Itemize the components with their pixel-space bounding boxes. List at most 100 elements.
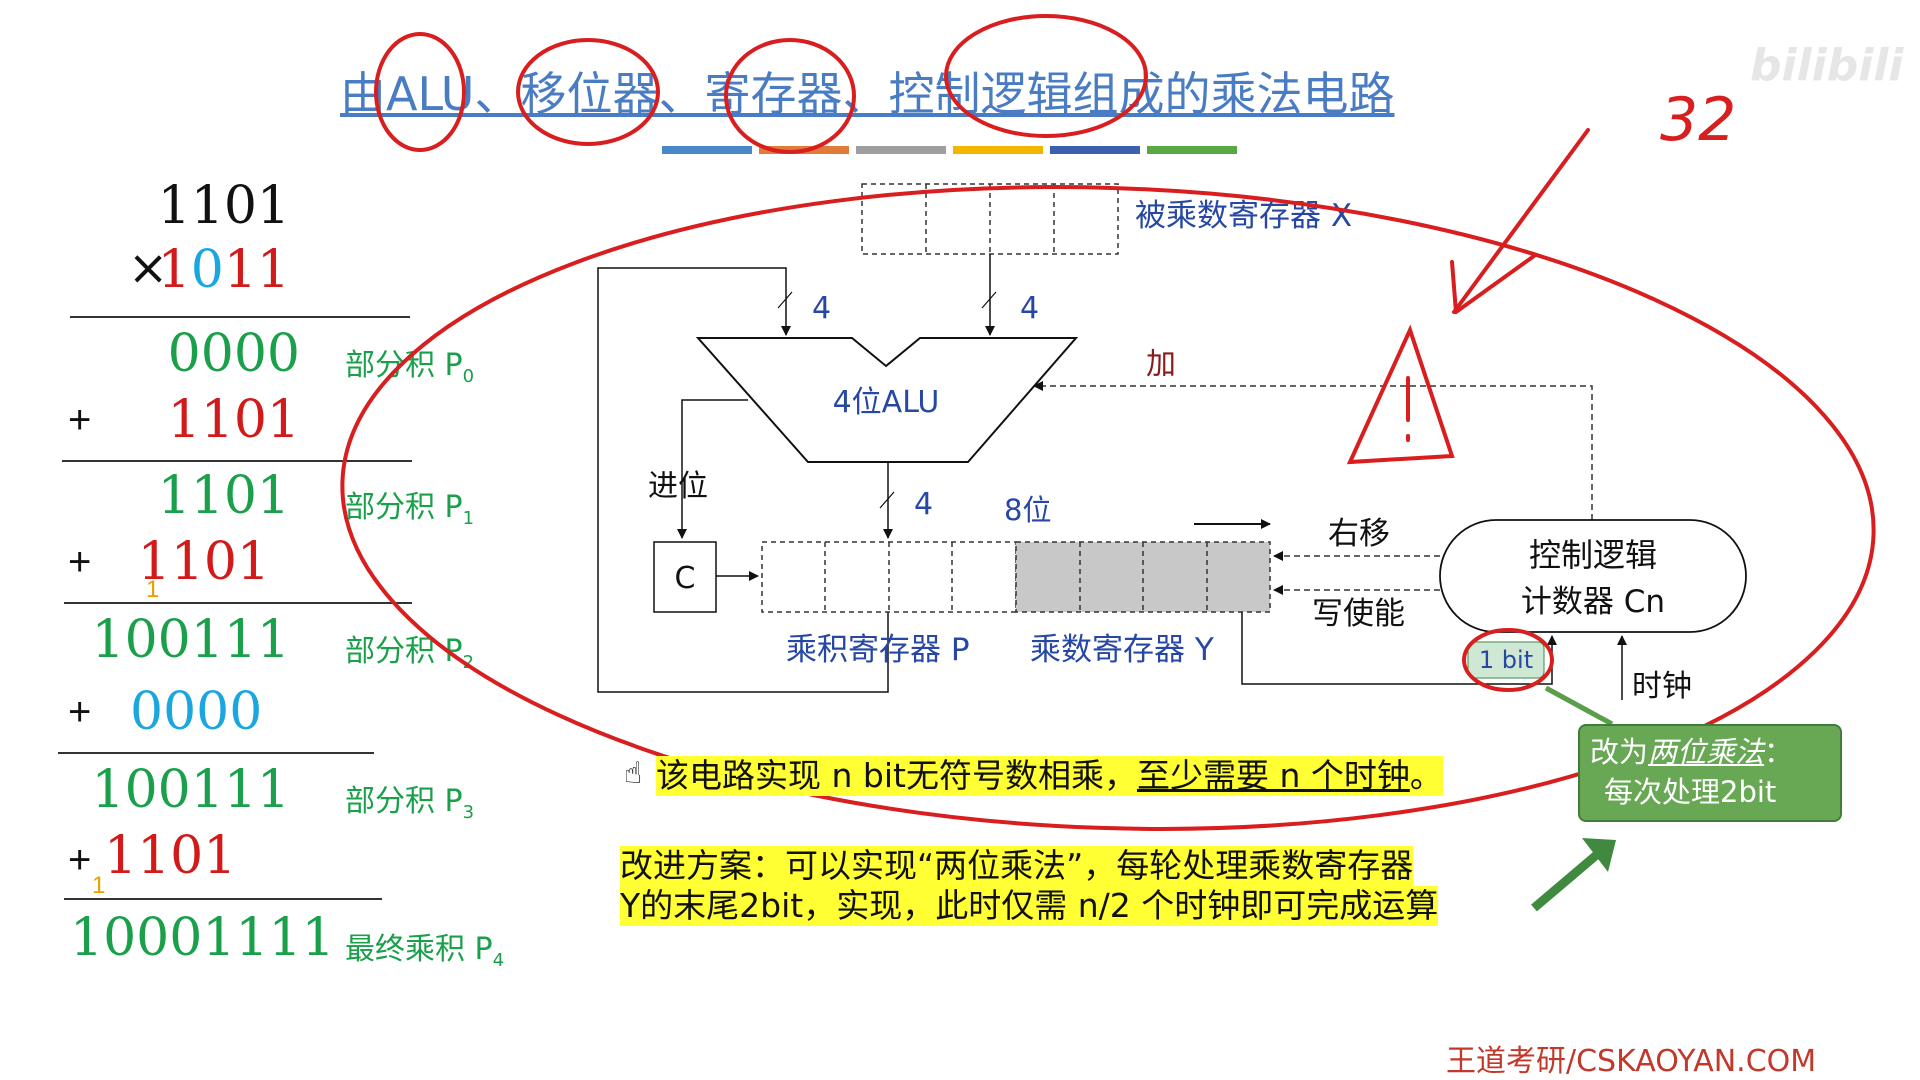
register-y-label: 乘数寄存器 Y [1030, 632, 1214, 668]
add-label: 加 [1146, 347, 1176, 382]
title-color-bar [1050, 146, 1140, 154]
note-1-suffix: 。 [1409, 756, 1443, 795]
addend-row-1: 1101 [167, 390, 300, 450]
times-sign: × [128, 240, 169, 296]
two-bit-callout: 改为两位乘法： 每次处理2bit [1578, 724, 1842, 822]
final-product: 10001111 [70, 908, 335, 968]
eight-bit-label: 8位 [1004, 493, 1051, 527]
register-p [761, 541, 1017, 613]
multiplier: 1011 [150, 240, 290, 300]
alu-label: 4位ALU [833, 385, 940, 420]
callout-emphasis: 两位乘法 [1648, 735, 1765, 769]
partial-product-p1: 1101 [157, 466, 290, 526]
label-p2-sub: 2 [462, 652, 475, 673]
green-arrow-head [1582, 838, 1616, 872]
label-p1-sub: 1 [462, 508, 475, 529]
plus-sign: + [68, 838, 92, 882]
bus-width-tick [981, 291, 997, 309]
red-annotations [340, 14, 1876, 831]
label-p1-text: 部分积 P [345, 490, 463, 525]
label-p0-sub: 0 [462, 366, 475, 387]
bus-width-label: 4 [1020, 291, 1039, 326]
label-p4: 最终乘积 P4 [345, 924, 504, 971]
carry-digit: 1 [92, 872, 106, 899]
carry-path [677, 399, 748, 539]
register-p-label: 乘积寄存器 P [786, 632, 970, 668]
label-p2-text: 部分积 P [345, 634, 463, 669]
multiplier-digit-1: 1 [157, 240, 191, 300]
title-color-bar [953, 146, 1043, 154]
bus-width-label: 4 [812, 291, 831, 326]
red-arrow-head-annotation [1450, 254, 1536, 314]
callout-suffix: ： [1764, 735, 1794, 769]
divider-line [64, 602, 412, 604]
addend-row-3: 0000 [130, 682, 263, 742]
note-1-text: 该电路实现 n bit无符号数相乘， [656, 756, 1137, 795]
red-warning-triangle [1346, 324, 1455, 465]
title-color-bar [662, 146, 752, 154]
register-x-label: 被乘数寄存器 X [1135, 198, 1352, 234]
one-bit-label: 1 bit [1479, 646, 1533, 674]
label-p4-sub: 4 [492, 950, 505, 971]
handwritten-number: 32 [1660, 85, 1736, 155]
label-p3-text: 部分积 P [345, 784, 463, 819]
red-circle-annotation [724, 38, 856, 154]
note-1-underlined: 至少需要 n 个时钟 [1136, 756, 1410, 795]
red-circle-annotation [340, 185, 1876, 831]
divider-line [64, 898, 382, 900]
partial-product-p3: 100111 [91, 760, 290, 820]
plus-sign: + [68, 540, 92, 584]
partial-product-p0: 0000 [167, 324, 300, 384]
addend-row-4: 1101 [104, 826, 237, 886]
note-improvement-line-1: 改进方案：可以实现“两位乘法”，每轮处理乘数寄存器 [620, 846, 1414, 886]
plus-sign: + [68, 398, 92, 442]
control-logic-label: 控制逻辑 [1529, 536, 1657, 574]
feedback-path [597, 267, 889, 693]
bilibili-logo: bilibili [1750, 40, 1904, 91]
divider-line [58, 752, 374, 754]
red-circle-annotation [374, 32, 466, 152]
divider-line [62, 460, 412, 462]
shift-right-label: 右移 [1328, 516, 1390, 552]
add-control-line [1033, 381, 1593, 520]
red-circle-annotation [1462, 628, 1554, 692]
callout-pointer [1544, 685, 1614, 727]
red-circle-annotation [516, 38, 660, 146]
callout-line-2: 每次处理2bit [1604, 775, 1777, 809]
label-p0-text: 部分积 P [345, 348, 463, 383]
title-color-bar [1147, 146, 1237, 154]
label-p3: 部分积 P3 [345, 776, 474, 823]
partial-product-p2: 100111 [91, 610, 290, 670]
carry-digit: 1 [146, 576, 160, 603]
one-bit-tag [1467, 641, 1545, 679]
bus-width-tick [879, 491, 895, 509]
addend-row-2: 1101 [137, 532, 270, 592]
label-p3-sub: 3 [462, 802, 475, 823]
clock-label: 时钟 [1632, 669, 1692, 704]
alu-shape [695, 337, 1079, 463]
label-p2: 部分积 P2 [345, 626, 474, 673]
red-circle-annotation [944, 14, 1148, 138]
write-enable-label: 写使能 [1312, 596, 1405, 632]
note-improvement-line-2: Y的末尾2bit，实现，此时仅需 n/2 个时钟即可完成运算 [620, 886, 1439, 926]
label-p4-text: 最终乘积 P [345, 932, 493, 967]
note-clock-count: 该电路实现 n bit无符号数相乘，至少需要 n 个时钟。 [656, 756, 1443, 796]
pointing-hand-icon: ☝ [624, 756, 643, 791]
title-color-bar [856, 146, 946, 154]
page-title: 由ALU、移位器、寄存器、控制逻辑组成的乘法电路 [340, 67, 1395, 121]
bus-width-tick [777, 291, 793, 309]
green-arrow-shaft [1531, 848, 1603, 912]
callout-prefix: 改为 [1590, 735, 1649, 769]
multiplicand: 1101 [157, 176, 290, 236]
carry-flag-box [653, 541, 717, 613]
bus-width-label: 4 [914, 487, 933, 522]
footer-watermark: 王道考研/CSKAOYAN.COM [1446, 1044, 1817, 1079]
callout-line-1: 改为两位乘法： [1590, 732, 1840, 772]
label-p0: 部分积 P0 [345, 340, 474, 387]
register-y [1015, 541, 1271, 613]
red-arrow-annotation [1452, 128, 1590, 314]
plus-sign: + [68, 690, 92, 734]
divider-line [70, 316, 410, 318]
